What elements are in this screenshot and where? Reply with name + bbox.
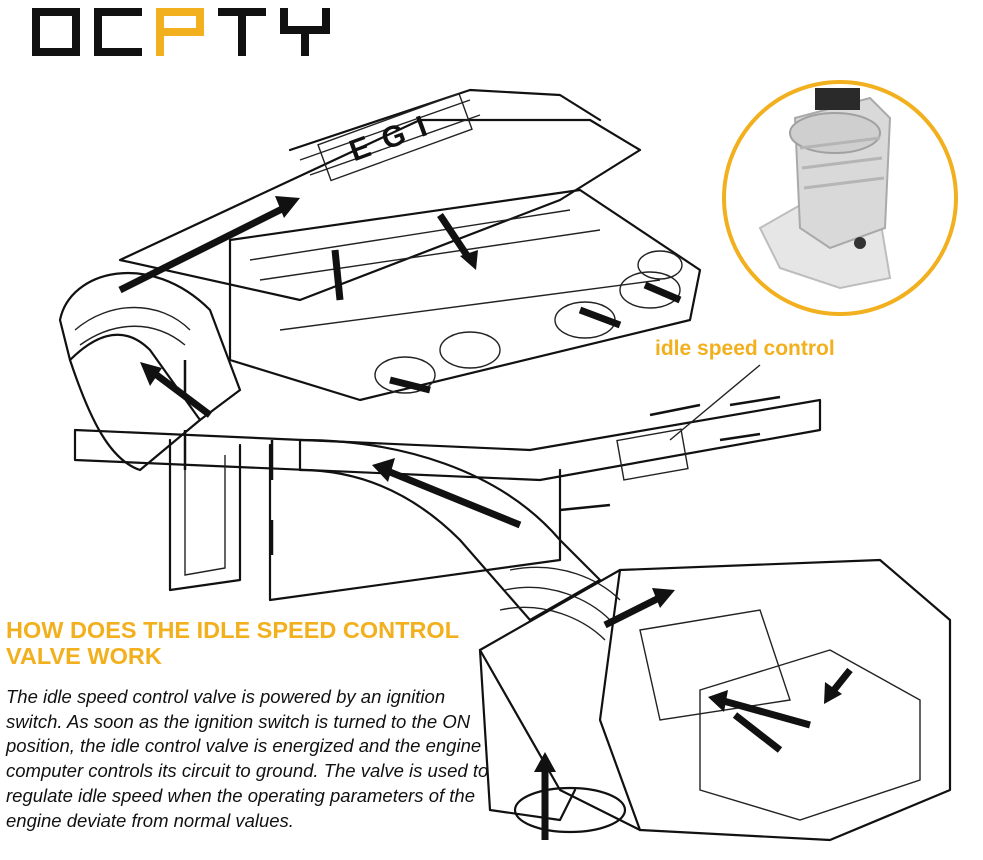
valve-photo-inset: [722, 80, 958, 316]
article-body: The idle speed control valve is powered …: [6, 686, 489, 831]
brand-logo: [32, 8, 330, 56]
airflow-arrows: [118, 196, 853, 840]
article-heading-line1: HOW DOES THE IDLE SPEED CONTROL: [6, 617, 460, 643]
idle-speed-control-label: idle speed control: [655, 337, 835, 360]
article-heading-line2: VALVE WORK: [6, 643, 162, 669]
article-heading: HOW DOES THE IDLE SPEED CONTROL VALVE WO…: [6, 617, 526, 669]
egi-cover-label: EGI: [317, 92, 473, 182]
